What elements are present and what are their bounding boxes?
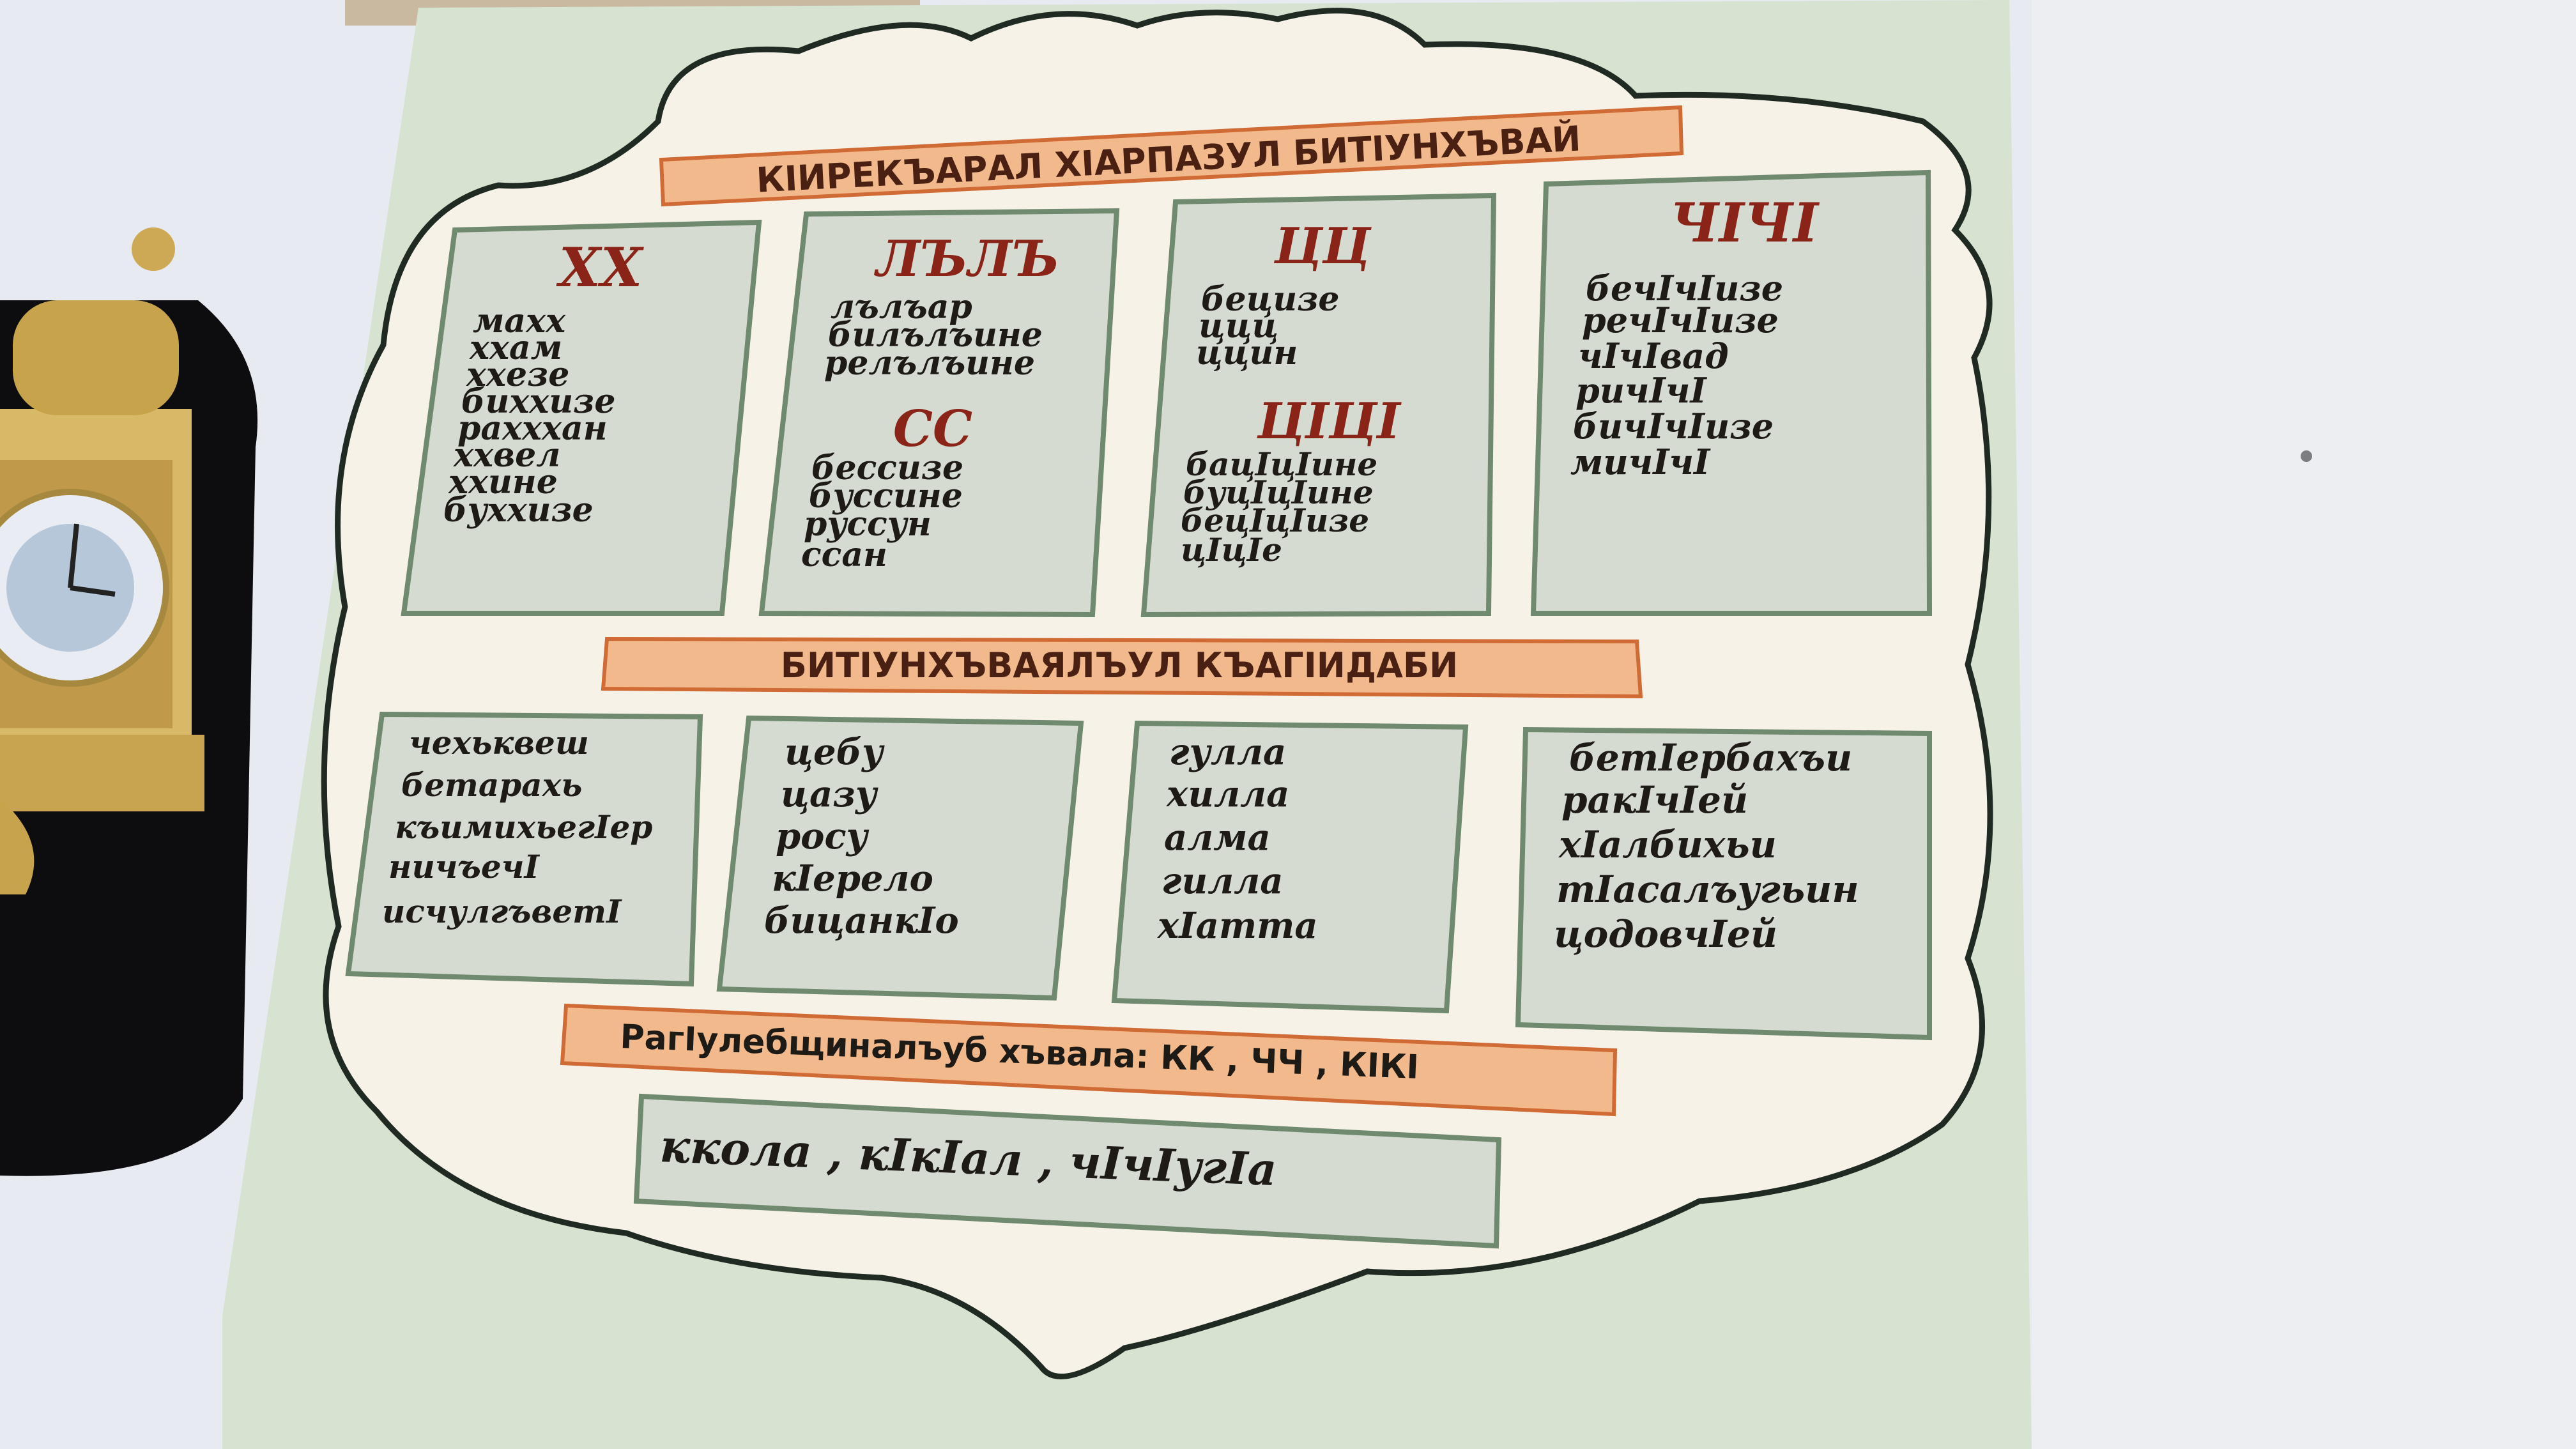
word: ракIчIей	[1561, 778, 1748, 822]
word: кIерело	[772, 857, 933, 900]
word: бацIцIине	[1186, 445, 1377, 483]
panel-1-heading: ХХ	[556, 236, 644, 299]
word: росу	[776, 815, 870, 857]
banner-top	[659, 105, 1684, 207]
panel-3-heading-2: ЦIЦI	[1257, 392, 1402, 450]
word: цодовчIей	[1554, 912, 1777, 956]
banner-middle-text: БИТIУНХЪВАЯЛЪУЛ КЪАГIИДАБИ	[781, 645, 1458, 686]
word: цебу	[785, 731, 885, 773]
word: ххине	[448, 463, 558, 502]
word: рахххан	[457, 409, 608, 448]
word: ххам	[469, 328, 562, 367]
panel-1-words: махх ххам ххезе биххизе рахххан ххвел хх…	[443, 302, 615, 530]
word: биххизе	[461, 382, 615, 421]
word: релълъине	[824, 344, 1035, 383]
word: буххизе	[443, 491, 594, 530]
word: тIасалъугьин	[1556, 868, 1859, 911]
word: гилла	[1162, 860, 1283, 902]
rule-panel-2-words: цебу цазу росу кIерело бицанкIо	[764, 731, 959, 942]
panel-3-heading: ЦЦ	[1274, 217, 1372, 275]
letter-panel-3	[1140, 192, 1497, 618]
word: хIалбихьи	[1558, 823, 1777, 866]
word: руссун	[804, 505, 931, 544]
wall-nail-hole	[2301, 450, 2312, 462]
wall-clock	[0, 227, 258, 1176]
letter-panel-2	[758, 208, 1120, 618]
word: хилла	[1166, 773, 1289, 815]
word: бецIцIизе	[1181, 502, 1369, 539]
panel-2-heading-2: СС	[893, 400, 972, 458]
banner-middle	[601, 636, 1643, 699]
word: исчулгъветI	[382, 893, 622, 930]
rule-panel-2	[716, 715, 1084, 1001]
word: ничъечI	[388, 848, 540, 885]
word: ххвел	[453, 436, 560, 475]
letter-panel-1	[401, 219, 762, 616]
word: ссан	[801, 535, 887, 574]
word: буссине	[809, 477, 963, 516]
panel-4-heading: ЧIЧI	[1670, 191, 1820, 254]
word: речIчIизе	[1582, 300, 1779, 341]
rule-panel-1-words: чехьквеш бетарахь къимихьегIер ничъечI и…	[382, 724, 652, 930]
letter-panel-4	[1530, 169, 1933, 616]
panel-2-heading: ЛЪЛЪ	[873, 230, 1059, 288]
word: бетIербахъи	[1569, 736, 1852, 779]
rule-panel-4-words: бетIербахъи ракIчIей хIалбихьи тIасалъуг…	[1554, 736, 1859, 956]
word: цIцIе	[1181, 531, 1282, 569]
word: бичIчIизе	[1573, 406, 1774, 447]
word: ричIчI	[1575, 370, 1707, 411]
word: цазу	[781, 773, 878, 815]
word: алмa	[1164, 816, 1271, 859]
word: къимихьегIер	[395, 808, 652, 846]
rule-panel-1	[345, 711, 703, 987]
word: ццц	[1199, 307, 1278, 346]
word: билълъине	[828, 316, 1043, 355]
word: ццин	[1196, 334, 1298, 372]
word: бицанкIо	[764, 900, 959, 942]
word: махх	[473, 302, 566, 341]
word: чехьквеш	[409, 724, 589, 762]
word: ххезе	[466, 355, 569, 394]
wall-shadow-right	[2032, 0, 2576, 1449]
word: чIчIвад	[1578, 335, 1729, 376]
rule-panel-3-words: гулла хилла алмa гилла хIатта	[1157, 731, 1318, 947]
word: бецизе	[1201, 280, 1339, 319]
panel-3-words: бецизе ццц ццин	[1196, 280, 1339, 372]
rule-panel-4	[1515, 726, 1932, 1041]
word: бетарахь	[401, 766, 582, 804]
panel-2-words-2: бессизе буссине руссун ссан	[801, 448, 963, 574]
word: бечIчIизе	[1586, 268, 1783, 309]
word: бессизе	[811, 448, 963, 487]
panel-3-words-2: бацIцIине буцIцIине бецIцIизе цIцIе	[1181, 445, 1377, 569]
example-panel	[633, 1093, 1502, 1249]
banner-bottom	[560, 1003, 1618, 1117]
word: лълъар	[831, 288, 972, 326]
word: буцIцIине	[1183, 473, 1374, 511]
rule-panel-3	[1111, 720, 1469, 1014]
panel-2-words: лълъар билълъине релълъине	[824, 288, 1043, 383]
word: гулла	[1169, 731, 1286, 773]
panel-4-words: бечIчIизе речIчIизе чIчIвад ричIчI бичIч…	[1570, 268, 1783, 482]
word: мичIчI	[1570, 441, 1711, 482]
word: хIатта	[1157, 905, 1318, 947]
